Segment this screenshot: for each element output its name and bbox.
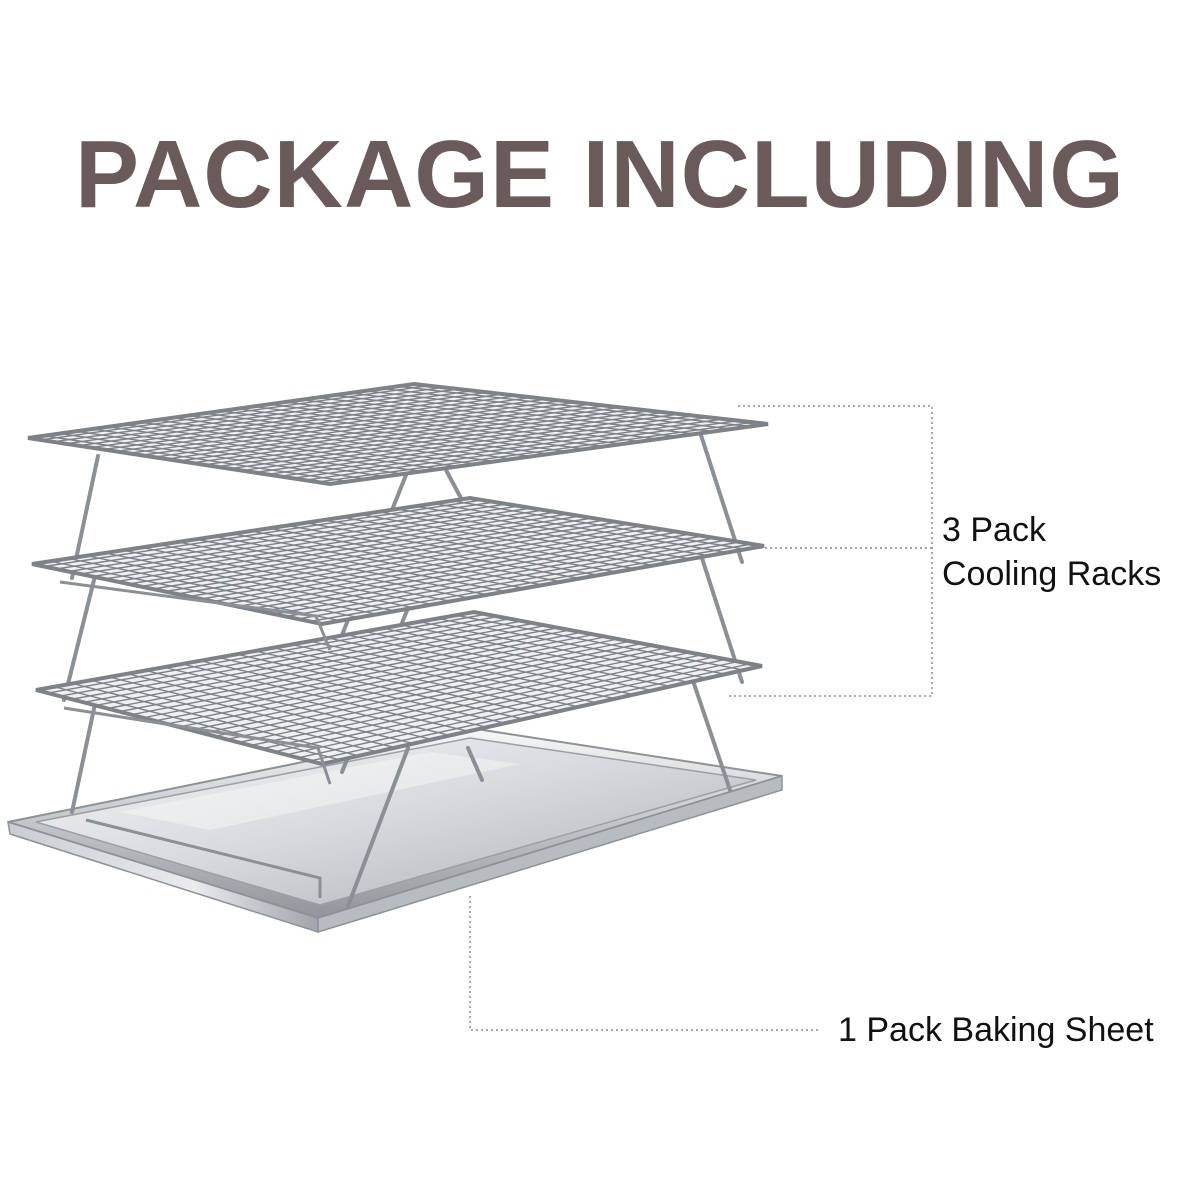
- rack-wire: [285, 539, 728, 618]
- rack-wire: [419, 621, 708, 679]
- cooling-racks-label: 3 Pack Cooling Racks: [942, 508, 1161, 596]
- rack-wire: [397, 385, 750, 428]
- cooling-racks-count: 3 Pack: [942, 511, 1046, 549]
- rack-wire: [279, 416, 710, 478]
- rack-grid-top: [40, 384, 754, 483]
- package-heading: PACKAGE INCLUDING: [75, 121, 1125, 228]
- rack-wire: [381, 387, 732, 430]
- rack-wire: [415, 505, 709, 557]
- rack-wire: [273, 537, 716, 615]
- rack-wire: [451, 500, 746, 550]
- rack-wire: [309, 543, 752, 623]
- rack-wire: [455, 614, 744, 671]
- rack-wire: [286, 658, 727, 756]
- rack-wire: [292, 418, 724, 479]
- cooling-rack-top: [27, 381, 769, 487]
- rack-wire: [297, 541, 740, 620]
- cooling-rack-bottom: [35, 609, 763, 767]
- rack-grid-bottom: [47, 613, 751, 762]
- sheet-leader: [469, 896, 820, 1031]
- rack-wire: [317, 421, 754, 483]
- rack-wire: [298, 660, 739, 759]
- racks-leader: [728, 405, 933, 697]
- rack-wire: [365, 390, 714, 433]
- baking-sheet-label: 1 Pack Baking Sheet: [838, 1011, 1154, 1049]
- cooling-racks-name: Cooling Racks: [942, 555, 1162, 593]
- rack-wire: [309, 663, 751, 762]
- rack-wire: [433, 502, 728, 554]
- rack-wire: [437, 617, 726, 675]
- cooling-rack-middle: [31, 495, 765, 627]
- baking-sheet: [7, 726, 783, 934]
- rack-wire: [304, 419, 739, 481]
- rack-rails: [59, 580, 332, 898]
- rack-wire: [274, 656, 715, 753]
- rack-grid-middle: [43, 499, 752, 623]
